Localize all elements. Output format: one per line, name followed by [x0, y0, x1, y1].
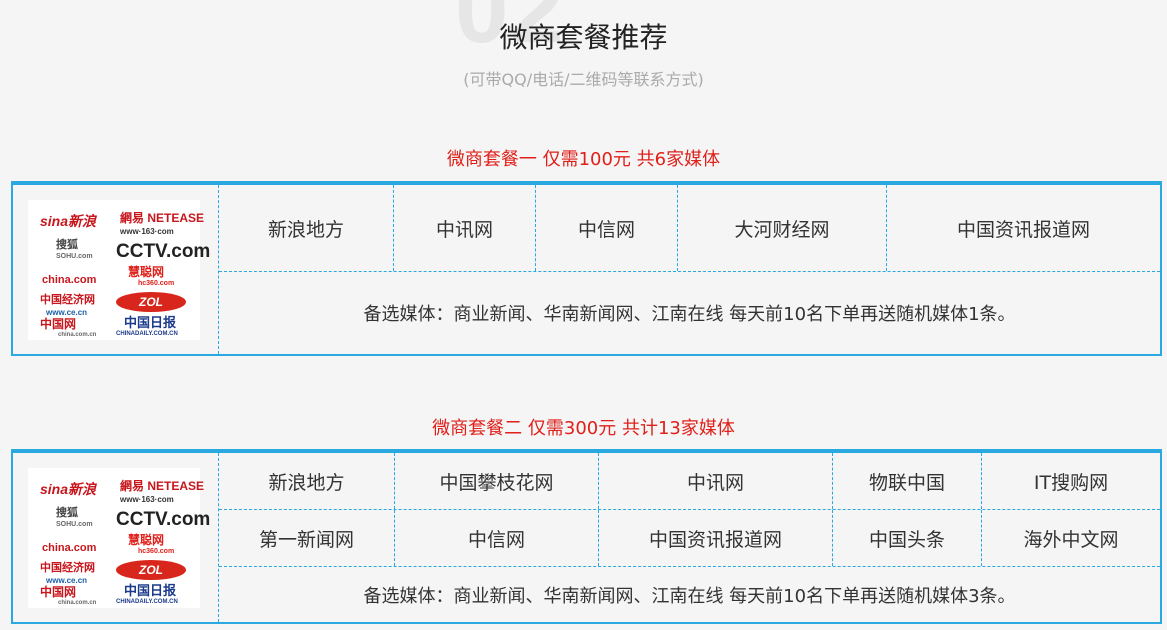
package-1-table: sina新浪 網易 NETEASE www·163·com 搜狐 SOHU.co… [11, 181, 1162, 356]
media-cell: 新浪地方 [219, 453, 395, 509]
chinanet-logo: 中国网 [40, 585, 77, 599]
ce-logo: 中国经济网 [40, 294, 95, 306]
media-row: 新浪地方 中讯网 中信网 大河财经网 中国资讯报道网 [219, 185, 1160, 272]
ce-url: www.ce.cn [46, 576, 88, 585]
sohu-logo: 搜狐 [56, 507, 78, 519]
hc360-url: hc360.com [138, 548, 175, 555]
media-cell: 中国头条 [833, 510, 982, 566]
chinadaily-logo: 中国日报 [124, 583, 177, 598]
package-2-note: 备选媒体：商业新闻、华南新闻网、江南在线 每天前10名下单再送随机媒体3条。 [363, 585, 1016, 607]
netease-url: www·163·com [120, 495, 174, 504]
sohu-logo: 搜狐 [56, 239, 78, 251]
page-subtitle: (可带QQ/电话/二维码等联系方式) [463, 70, 704, 89]
media-row: 第一新闻网 中信网 中国资讯报道网 中国头条 海外中文网 [219, 510, 1160, 567]
chinanet-url: china.com.cn [58, 600, 97, 606]
media-cell: 物联中国 [833, 453, 982, 509]
cctv-logo: CCTV.com [116, 241, 211, 262]
package-2-media-grid: 新浪地方 中国攀枝花网 中讯网 物联中国 IT搜购网 第一新闻网 中信网 中国资… [219, 453, 1160, 622]
media-cell: 中讯网 [599, 453, 833, 509]
sina-logo: sina新浪 [40, 481, 97, 497]
ce-url: www.ce.cn [46, 308, 88, 317]
sina-logo: sina新浪 [40, 213, 97, 229]
chinanet-logo: 中国网 [40, 317, 77, 331]
media-row: 新浪地方 中国攀枝花网 中讯网 物联中国 IT搜购网 [219, 453, 1160, 510]
media-cell: 中讯网 [394, 185, 536, 271]
media-cell: 大河财经网 [678, 185, 887, 271]
netease-logo: 網易 NETEASE [120, 211, 205, 225]
media-cell: 中信网 [536, 185, 678, 271]
package-2-title: 微商套餐二 仅需300元 共计13家媒体 [432, 418, 735, 439]
sohu-url: SOHU.com [56, 521, 93, 528]
package-2-table: sina新浪 網易 NETEASE www·163·com 搜狐 SOHU.co… [11, 449, 1162, 624]
chinanet-url: china.com.cn [58, 332, 97, 338]
china-com-logo: china.com [42, 274, 97, 286]
sohu-url: SOHU.com [56, 253, 93, 260]
chinadaily-url: CHINADAILY.COM.CN [116, 331, 178, 337]
ce-logo: 中国经济网 [40, 562, 95, 574]
media-logos-image: sina新浪 網易 NETEASE www·163·com 搜狐 SOHU.co… [28, 468, 210, 608]
package-1-media-grid: 新浪地方 中讯网 中信网 大河财经网 中国资讯报道网 备选媒体：商业新闻、华南新… [219, 185, 1160, 354]
media-cell: 中国资讯报道网 [956, 218, 1090, 241]
package-1-note: 备选媒体：商业新闻、华南新闻网、江南在线 每天前10名下单再送随机媒体1条。 [363, 304, 1016, 325]
page-title: 微商套餐推荐 [499, 21, 668, 54]
media-cell: 第一新闻网 [219, 510, 395, 566]
section-number-watermark: 02 [455, 0, 566, 63]
china-com-logo: china.com [42, 542, 97, 554]
media-cell: 中国资讯报道网 [599, 510, 833, 566]
zgc-logo: ZOL [116, 560, 186, 580]
media-cell: 中信网 [395, 510, 599, 566]
media-cell: 新浪地方 [219, 185, 394, 271]
chinadaily-url: CHINADAILY.COM.CN [116, 599, 178, 605]
netease-logo: 網易 NETEASE [120, 479, 205, 493]
media-cell: IT搜购网 [1033, 471, 1109, 494]
media-logos-image: sina新浪 網易 NETEASE www·163·com 搜狐 SOHU.co… [28, 200, 210, 340]
cctv-logo: CCTV.com [116, 509, 211, 530]
media-cell: 海外中文网 [1023, 528, 1119, 551]
media-logos-panel: sina新浪 網易 NETEASE www·163·com 搜狐 SOHU.co… [13, 453, 219, 622]
hc360-logo: 慧聪网 [128, 265, 165, 279]
hc360-url: hc360.com [138, 280, 175, 287]
hc360-logo: 慧聪网 [128, 533, 165, 547]
netease-url: www·163·com [120, 227, 174, 236]
chinadaily-logo: 中国日报 [124, 315, 177, 330]
package-1-title: 微商套餐一 仅需100元 共6家媒体 [446, 149, 721, 170]
media-logos-panel: sina新浪 網易 NETEASE www·163·com 搜狐 SOHU.co… [13, 185, 219, 354]
media-cell: 中国攀枝花网 [395, 453, 599, 509]
zgc-logo: ZOL [116, 292, 186, 312]
